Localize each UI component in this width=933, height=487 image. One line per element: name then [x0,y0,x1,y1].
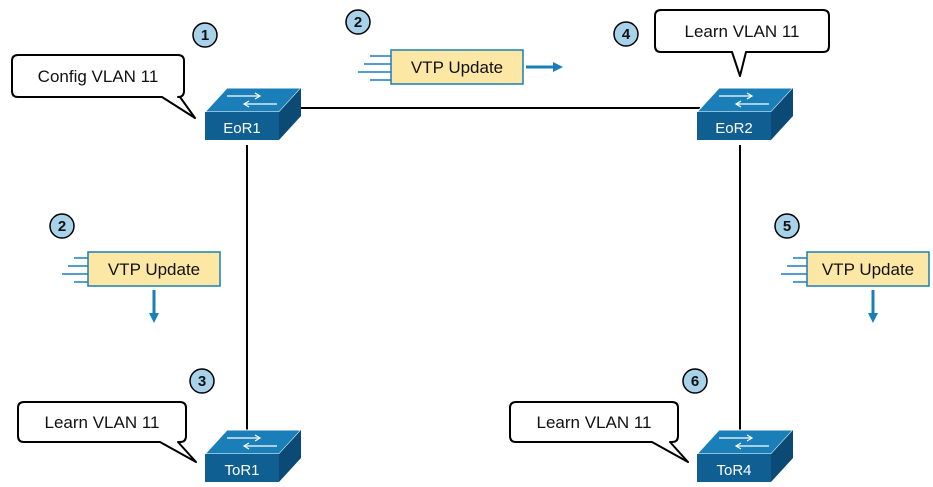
callout-text: Learn VLAN 11 [685,22,800,41]
step-circle-shape [49,213,75,239]
callout-learn-tor1: Learn VLAN 11 [17,401,197,463]
vtp-message-text: VTP Update [411,58,503,77]
vtp-message-text: VTP Update [108,260,200,279]
step-circle-5: 5 [774,213,800,239]
step-number: 3 [198,373,206,390]
step-circle-shape [774,213,800,239]
callout-text: Learn VLAN 11 [537,413,652,432]
callout-text: Learn VLAN 11 [45,413,160,432]
vtp-message-box [390,49,524,85]
vtp-update-top: VTP Update [358,49,563,85]
step-number: 2 [354,14,362,31]
vtp-update-left: VTP Update [62,251,221,323]
switch-side [771,430,793,482]
callout-bubble [654,9,830,77]
switch-arrows-icon [719,434,769,450]
step-number: 6 [691,373,699,390]
switch-tor1: ToR1 [203,429,303,482]
step-number: 5 [783,218,791,235]
step-number: 4 [622,26,631,43]
switch-front [205,454,279,482]
switch-label: ToR1 [224,462,259,479]
step-circle-2-left: 2 [49,213,75,239]
callout-bubble [11,54,196,119]
step-circle-4: 4 [613,21,639,47]
callout-bubble [17,401,197,463]
callout-config-eor1: Config VLAN 11 [11,54,196,119]
vtp-message-box [87,251,221,287]
switch-side [279,88,301,140]
step-circle-shape [189,368,215,394]
step-number: 2 [58,218,66,235]
vtp-message-box [806,251,930,287]
speed-lines-icon [781,257,808,283]
switch-eor1: EoR1 [203,87,303,140]
step-circle-1: 1 [192,22,218,48]
switch-label: EoR1 [223,120,261,137]
vtp-message-text: VTP Update [822,260,914,279]
switch-side [771,88,793,140]
step-circle-2-top: 2 [345,9,371,35]
switch-front [697,454,771,482]
switch-side [279,430,301,482]
switch-tor4: ToR4 [695,429,795,482]
step-circle-shape [192,22,218,48]
switch-arrows-icon [227,92,277,108]
step-circle-6: 6 [682,368,708,394]
links [246,107,741,438]
switch-eor2: EoR2 [695,87,795,140]
speed-lines-icon [358,55,392,81]
callout-learn-eor2: Learn VLAN 11 [654,9,830,77]
switch-front [697,112,771,140]
step-circle-shape [613,21,639,47]
switch-label: ToR4 [716,462,751,479]
callout-learn-tor4: Learn VLAN 11 [509,401,689,463]
callout-bubble [509,401,689,463]
step-number: 1 [201,27,209,44]
speed-lines-icon [62,257,89,283]
vtp-update-right: VTP Update [781,251,930,323]
switch-label: EoR2 [715,120,753,137]
callout-text: Config VLAN 11 [38,67,159,86]
step-circle-3: 3 [189,368,215,394]
step-circle-shape [345,9,371,35]
switch-arrows-icon [227,434,277,450]
switch-front [205,112,279,140]
switch-arrows-icon [719,92,769,108]
step-circle-shape [682,368,708,394]
